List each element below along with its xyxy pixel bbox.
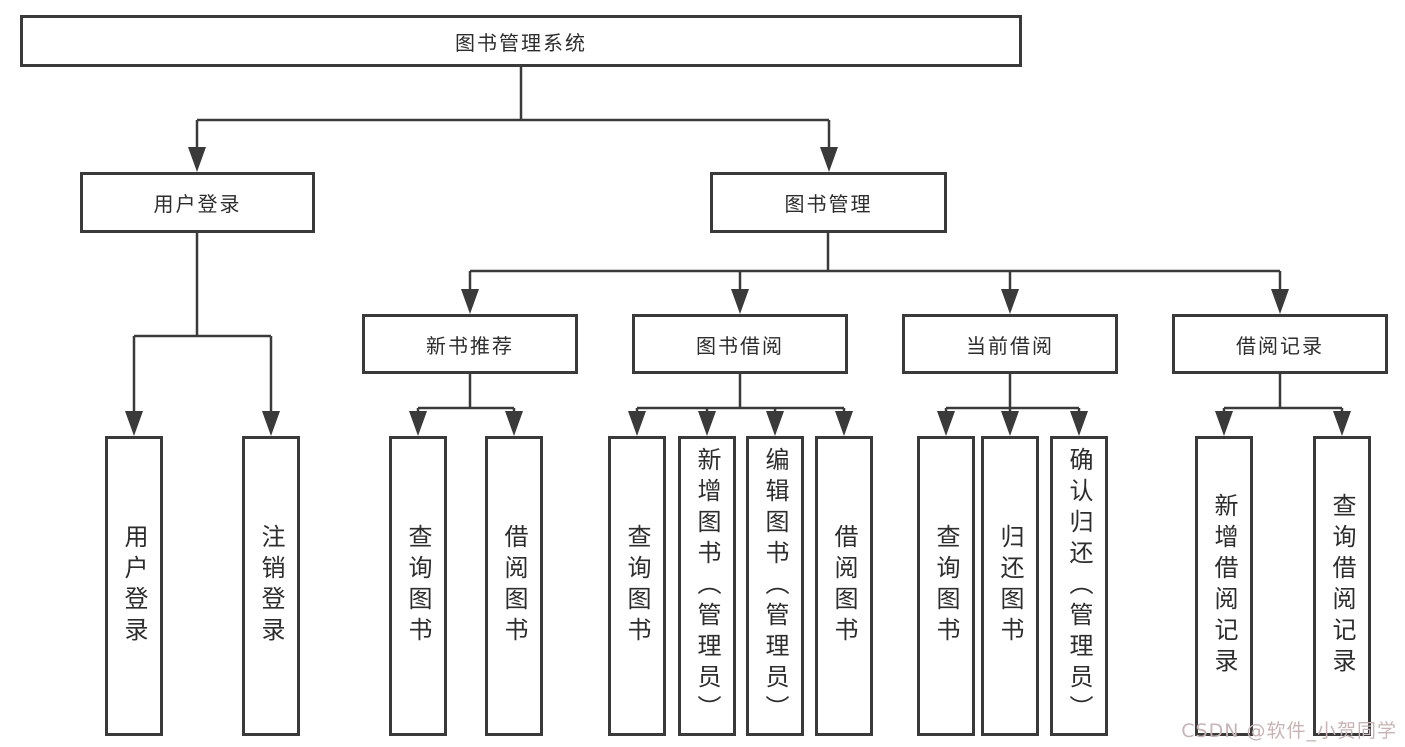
node-book-borrow: 图书借阅 (632, 314, 848, 374)
connector-root-to-level2 (188, 67, 838, 172)
leaf-current-return-books: 归还图书 (981, 436, 1039, 736)
leaf-record-add: 新增借阅记录 (1195, 436, 1253, 736)
node-root-system: 图书管理系统 (20, 15, 1022, 67)
leaf-record-query: 查询借阅记录 (1313, 436, 1371, 736)
leaf-borrow-edit-books-admin: 编辑图书（管理员） (746, 436, 804, 736)
node-borrow-record: 借阅记录 (1172, 314, 1388, 374)
connector-book-borrow-to-leaves (628, 374, 853, 436)
node-user-login: 用户登录 (80, 172, 315, 233)
connector-current-borrow-to-leaves (937, 374, 1088, 436)
connector-user-login-to-leaves (125, 233, 280, 436)
connector-book-management-to-level3 (461, 233, 1289, 314)
node-current-borrow: 当前借阅 (902, 314, 1118, 374)
node-new-book-recommend: 新书推荐 (362, 314, 578, 374)
leaf-borrow-add-books-admin: 新增图书（管理员） (678, 436, 736, 736)
leaf-newbook-query-books: 查询图书 (389, 436, 447, 736)
connector-borrow-record-to-leaves (1215, 374, 1351, 436)
leaf-user-login: 用户登录 (105, 436, 163, 736)
leaf-current-confirm-return-admin: 确认归还（管理员） (1050, 436, 1108, 736)
leaf-newbook-borrow-books: 借阅图书 (485, 436, 543, 736)
connector-new-book-to-leaves (409, 374, 523, 436)
leaf-logout: 注销登录 (242, 436, 300, 736)
leaf-borrow-query-books: 查询图书 (608, 436, 666, 736)
node-book-management: 图书管理 (710, 172, 947, 233)
leaf-borrow-borrow-books: 借阅图书 (815, 436, 873, 736)
leaf-current-query-books: 查询图书 (917, 436, 975, 736)
csdn-watermark: CSDN @软件_小贺同学 (1181, 720, 1397, 742)
